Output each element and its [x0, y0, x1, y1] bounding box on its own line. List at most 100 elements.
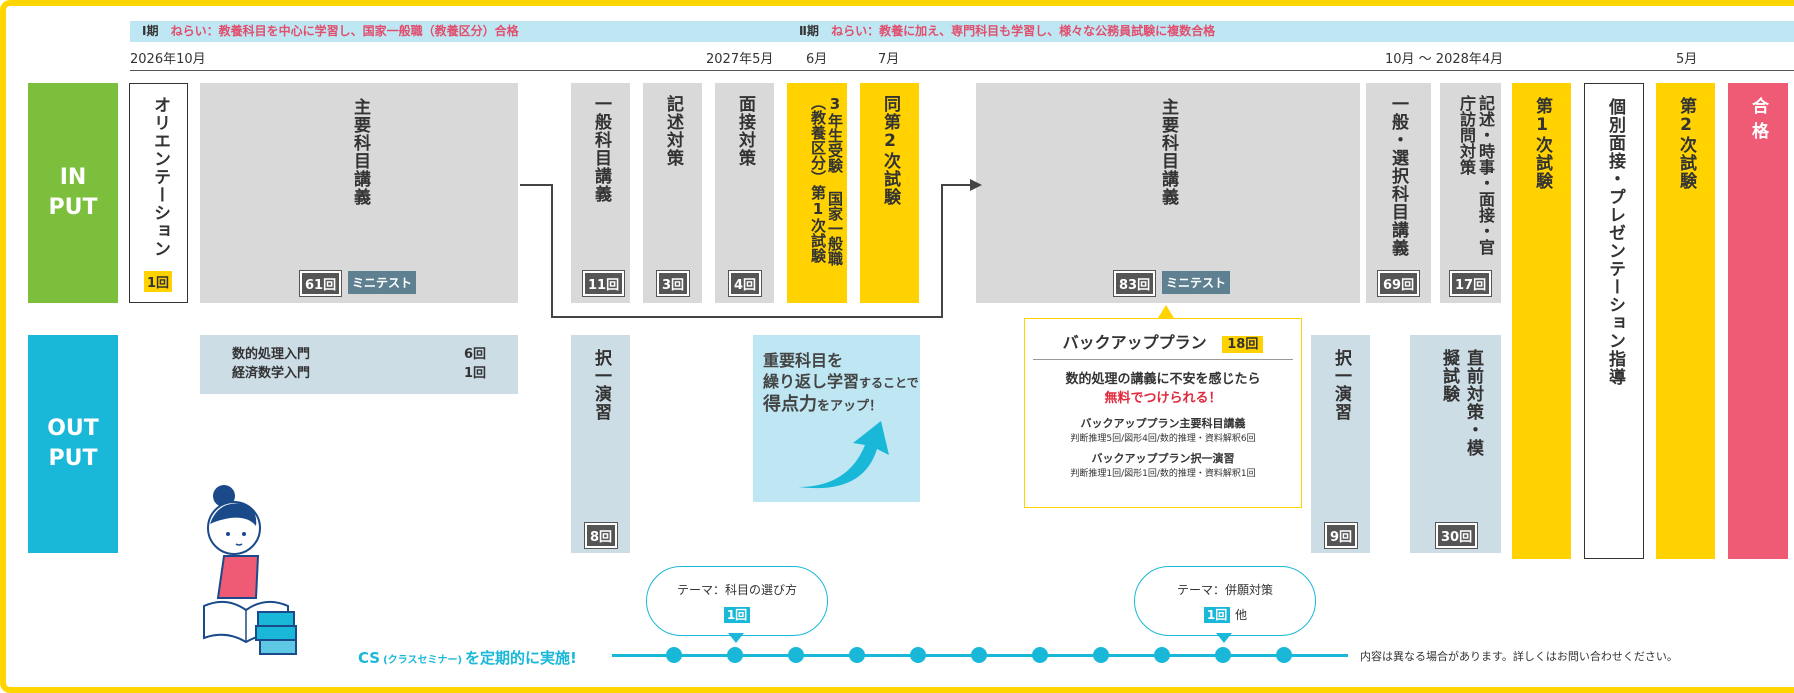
backup-count: 18回: [1222, 336, 1264, 353]
orientation-label: オリエンテーション: [150, 96, 170, 258]
intro-course-count-2: 1回: [463, 366, 486, 381]
seminar-bubble-1-count: 1回: [722, 606, 752, 624]
repeat-study-callout: 重要科目を 繰り返し学習することで 得点力をアップ！: [753, 335, 920, 502]
interview-block: 面接対策 4回: [715, 83, 774, 303]
date-7: 7月: [878, 52, 900, 67]
orientation-count: 1回: [144, 271, 173, 292]
backup-item1-detail: 判断推理5回/図形4回/数的推理・資料解釈6回: [1070, 434, 1256, 444]
drill-2-block: 択一演習 9回: [1311, 335, 1370, 553]
drill-2-label: 択一演習: [1331, 349, 1351, 421]
drill-1-count: 8回: [583, 522, 619, 549]
mock-exam-label: 直前対策・模擬試験: [1439, 349, 1483, 457]
phase2-aim: ねらい：教養に加え、専門科目も学習し、様々な公務員試験に複数合格: [831, 24, 1216, 38]
backup-item1-title: バックアッププラン主要科目講義: [1080, 417, 1246, 430]
intro-course-count-1: 6回: [463, 347, 486, 362]
essay-interview-block: 記述・時事・面接・官庁訪問対策 17回: [1440, 83, 1501, 303]
exam-3rd-year-label: 3年生受験 国家一般職（教養区分）第1次試験: [809, 95, 844, 266]
main-lecture-2-block: 主要科目講義 83回 ミニテスト: [976, 83, 1360, 303]
phase2-label: Ⅱ期: [799, 24, 819, 38]
up-arrow-icon: [798, 421, 889, 489]
second-exam-label: 第2次試験: [1676, 97, 1696, 190]
main-lecture-1-block: 主要科目講義 61回 ミニテスト: [200, 83, 518, 303]
essay-count: 3回: [655, 270, 691, 297]
general-lecture-block: 一般科目講義 11回: [571, 83, 630, 303]
date-10: 10月 〜 2028年4月: [1385, 52, 1504, 67]
seminar-bubble-2-count: 1回: [1202, 606, 1232, 624]
date-5: 5月: [1676, 52, 1698, 67]
backup-item2-title: バックアッププラン択一演習: [1091, 452, 1235, 465]
input-row-label: IN PUT: [28, 83, 118, 303]
date-2027-5: 2027年5月: [706, 52, 774, 67]
personal-coaching-block: 個別面接・プレゼンテーション指導: [1584, 83, 1644, 559]
cs-dot-9: [1154, 647, 1170, 663]
drill-1-label: 択一演習: [591, 349, 611, 421]
main-lecture-1-count: 61回: [298, 270, 343, 297]
cs-dot-7: [1032, 647, 1048, 663]
backup-pointer: [1158, 305, 1174, 318]
repeat-line-2: 繰り返し学習することで: [763, 372, 919, 391]
cs-dot-4: [849, 647, 865, 663]
repeat-line-3: 得点力をアップ！: [763, 394, 883, 415]
seminar-bubble-2: テーマ：併願対策 1回 他: [1134, 566, 1316, 636]
seminar-bubble-1-theme: テーマ：科目の選び方: [676, 583, 797, 597]
main-lecture-2-label: 主要科目講義: [1158, 98, 1178, 206]
pass-block: 合格: [1728, 83, 1788, 559]
main-lecture-2-count: 83回: [1112, 270, 1157, 297]
mini-test-tag-1: ミニテスト: [348, 271, 417, 294]
essay-label: 記述対策: [663, 95, 683, 167]
essay-interview-label: 記述・時事・面接・官庁訪問対策: [1457, 95, 1495, 255]
drill-1-block: 択一演習 8回: [571, 335, 630, 553]
repeat-line-1: 重要科目を: [763, 351, 844, 370]
mini-test-tag-2: ミニテスト: [1162, 271, 1231, 294]
essay-interview-count: 17回: [1448, 270, 1493, 297]
general-lecture-count: 11回: [581, 270, 626, 297]
intro-course-row-1: 数的処理入門 6回: [232, 345, 486, 364]
first-exam-block: 第1次試験: [1512, 83, 1571, 559]
main-lecture-1-label: 主要科目講義: [350, 98, 370, 206]
cs-dot-10: [1215, 647, 1231, 663]
backup-free: 無料でつけられる！: [1104, 391, 1222, 406]
exam-3rd-year-second-label: 同第2次試験: [880, 95, 900, 206]
cs-dot-6: [971, 647, 987, 663]
general-select-lecture-block: 一般・選択科目講義 69回: [1366, 83, 1431, 303]
timeline-rule: [130, 70, 1794, 71]
backup-lead: 数的処理の講義に不安を感じたら: [1065, 372, 1261, 387]
seminar-bubble-2-more: 他: [1235, 608, 1248, 622]
orientation-block: オリエンテーション 1回: [129, 83, 188, 303]
backup-title-row: バックアッププラン 18回: [1033, 329, 1293, 360]
phase1-label: Ⅰ期: [142, 24, 159, 38]
date-6: 6月: [806, 52, 828, 67]
drill-2-count: 9回: [1323, 522, 1359, 549]
cs-dot-8: [1093, 647, 1109, 663]
exam-3rd-year-second-block: 同第2次試験: [860, 83, 919, 303]
seminar-bubble-2-theme: テーマ：併願対策: [1176, 583, 1273, 597]
intro-course-name-2: 経済数学入門: [232, 366, 311, 381]
date-start: 2026年10月: [130, 52, 206, 67]
general-select-lecture-label: 一般・選択科目講義: [1388, 95, 1408, 257]
second-exam-block: 第2次試験: [1656, 83, 1715, 559]
backup-title: バックアッププラン: [1062, 333, 1207, 352]
repeat-study-text: 重要科目を 繰り返し学習することで 得点力をアップ！: [763, 350, 919, 417]
phase1-bar: Ⅰ期 ねらい：教養科目を中心に学習し、国家一般職（教養区分）合格: [130, 21, 795, 42]
intro-course-name-1: 数的処理入門: [232, 347, 311, 362]
output-row-label: OUT PUT: [28, 335, 118, 553]
intro-course-row-2: 経済数学入門 1回: [232, 364, 486, 383]
bubble-2-tail: [1216, 633, 1232, 643]
mock-exam-count: 30回: [1434, 522, 1479, 549]
cs-dot-3: [788, 647, 804, 663]
general-select-lecture-count: 69回: [1376, 270, 1421, 297]
cs-dot-2: [727, 647, 743, 663]
disclaimer-note: 内容は異なる場合があります。詳しくはお問い合わせください。: [1360, 650, 1678, 663]
essay-block: 記述対策 3回: [643, 83, 702, 303]
cs-dot-1: [666, 647, 682, 663]
interview-count: 4回: [727, 270, 763, 297]
mock-exam-block: 直前対策・模擬試験 30回: [1410, 335, 1501, 553]
cs-label: CS(クラスセミナー)を定期的に実施!: [358, 649, 577, 667]
interview-label: 面接対策: [735, 95, 755, 167]
backup-item2-detail: 判断推理1回/図形1回/数的推理・資料解釈1回: [1070, 469, 1256, 479]
bubble-1-tail: [728, 633, 744, 643]
flow-connector: [520, 179, 982, 318]
phase1-aim: ねらい：教養科目を中心に学習し、国家一般職（教養区分）合格: [170, 24, 519, 38]
backup-plan-box: バックアッププラン 18回 数的処理の講義に不安を感じたら 無料でつけられる！ …: [1024, 318, 1302, 508]
general-lecture-label: 一般科目講義: [591, 95, 611, 203]
